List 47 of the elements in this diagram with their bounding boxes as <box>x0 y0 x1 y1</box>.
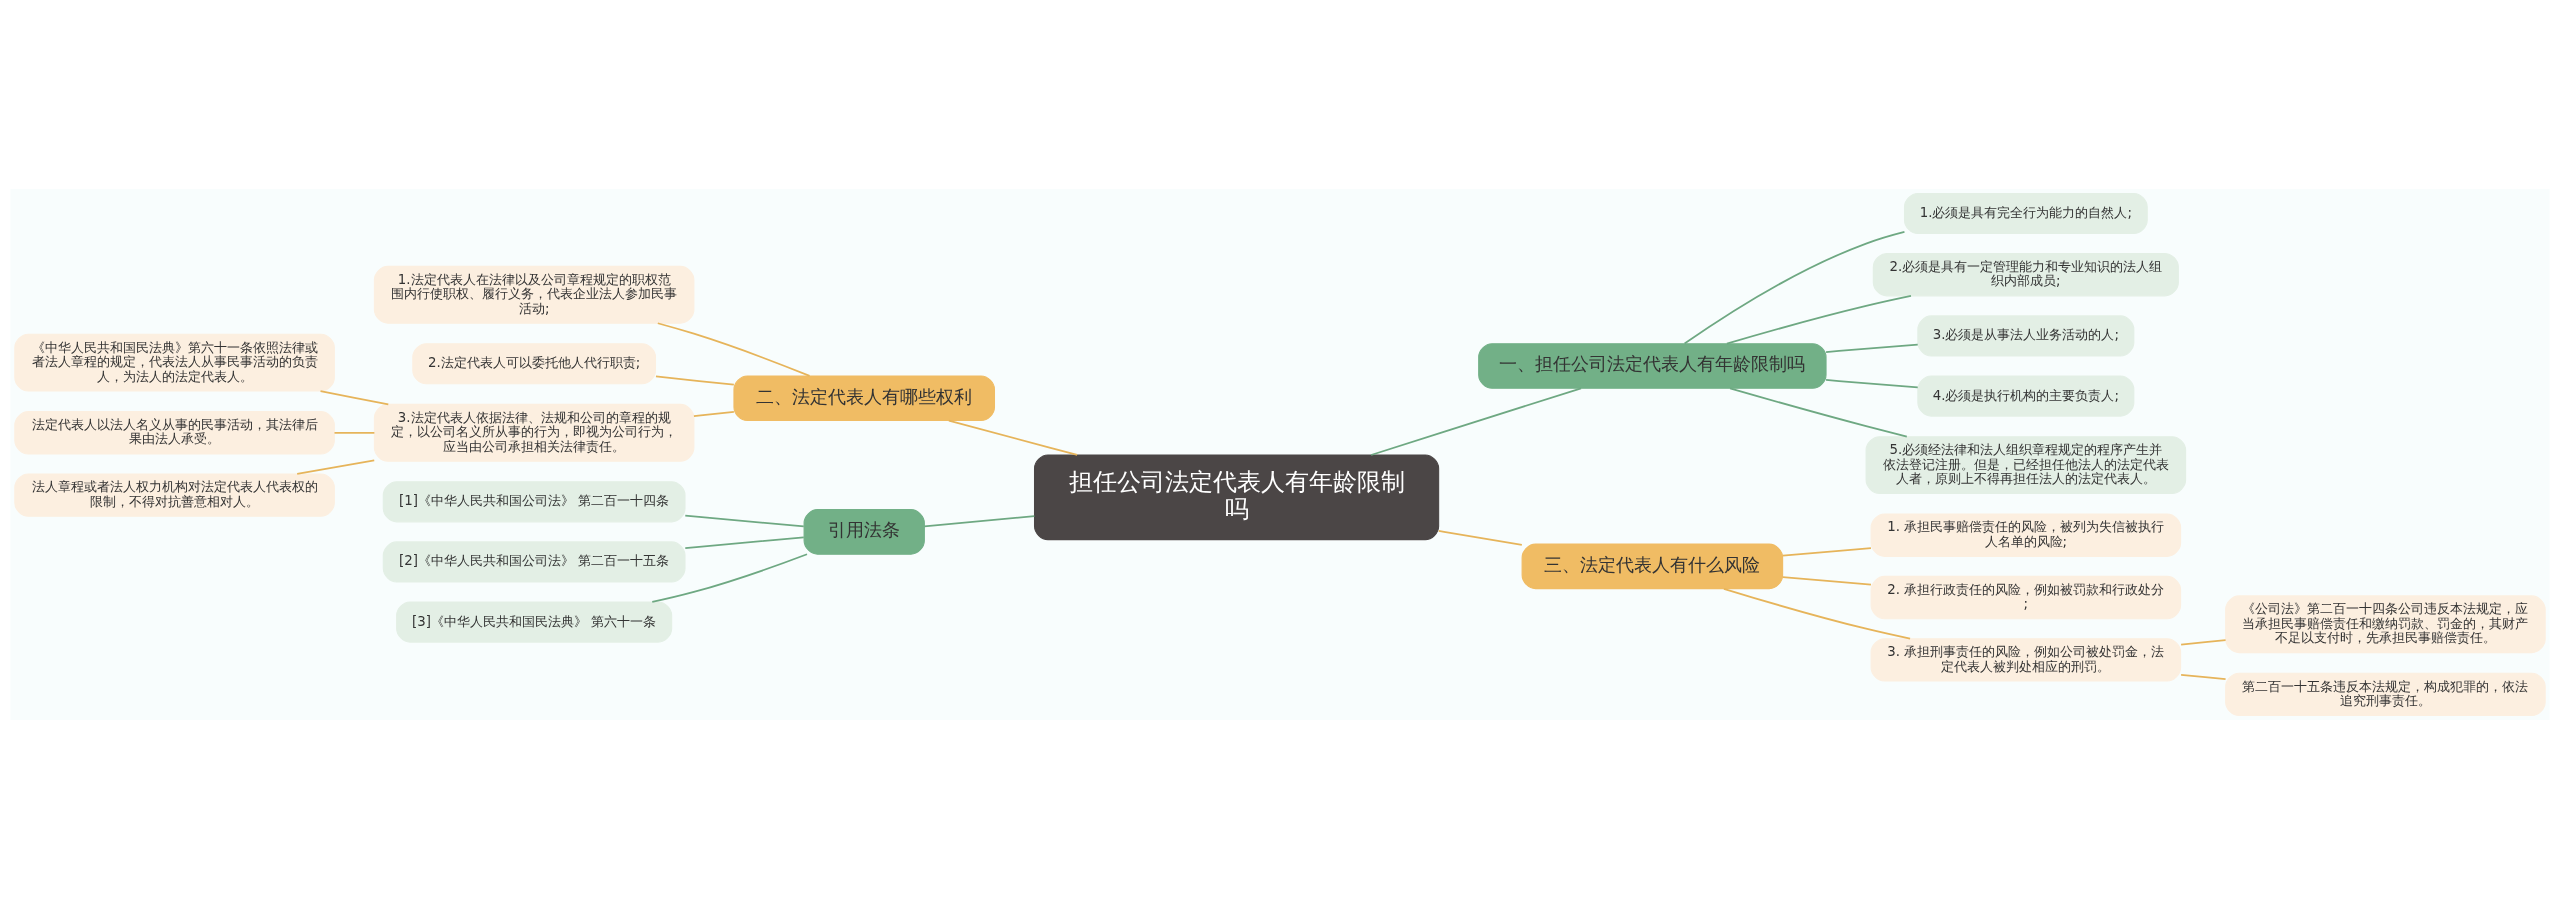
node-box: 1. 承担民事赔偿责任的风险，被列为失信被执行人名单的风险; <box>1870 513 2182 557</box>
connector <box>1729 387 1908 438</box>
node-box: 一、担任公司法定代表人有年龄限制吗 <box>1478 343 1827 389</box>
connector <box>651 553 808 603</box>
node-box: 1.必须是具有完全行为能力的自然人; <box>1903 192 2148 235</box>
node-box: 3.法定代表人依据法律、法规和公司的章程的规定，以公司名义所从事的行为，即视为公司行为，应当由公司承担相关法律责任。 <box>373 403 695 462</box>
connector <box>296 459 376 475</box>
connector <box>333 431 376 434</box>
node-box: 2.必须是具有一定管理能力和专业知识的法人组织内部成员; <box>1872 253 2179 297</box>
connector <box>2180 673 2227 680</box>
node-box: 《公司法》第二百一十四条公司违反本法规定，应当承担民事赔偿责任和缴纳罚款、罚金的，其财产不足以支付时，先承担民事赔偿责任。 <box>2225 595 2546 654</box>
node-box: [2]《中华人民共和国公司法》 第二百一十五条 <box>382 541 686 583</box>
node-box: [3]《中华人民共和国民法典》 第六十一条 <box>396 601 673 643</box>
connector <box>693 411 735 417</box>
node-box: 2.法定代表人可以委托他人代行职责; <box>412 343 657 385</box>
connector <box>1726 295 1912 345</box>
node-box: 2. 承担行政责任的风险，例如被罚款和行政处分; <box>1870 575 2182 620</box>
node-box: 《中华人民共和国民法典》第六十一条依照法律或者法人章程的规定，代表法人从事民事活动的负责人，为法人的法定代表人。 <box>14 333 335 392</box>
connector <box>319 390 390 406</box>
connector <box>2180 639 2227 646</box>
connector <box>1370 387 1582 456</box>
node-box: 1.法定代表人在法律以及公司章程规定的职权范围内行使职权、履行义务，代表企业法人参加民事活动; <box>373 265 695 324</box>
node-box: 法定代表人以法人名义从事的民事活动，其法律后果由法人承受。 <box>14 411 335 455</box>
connector <box>684 514 805 528</box>
connector <box>923 515 1036 528</box>
connector <box>1781 547 1872 557</box>
connector <box>684 536 805 550</box>
node-box: 3.必须是从事法人业务活动的人; <box>1917 315 2135 357</box>
node-box: 法人章程或者法人权力机构对法定代表人代表权的限制，不得对抗善意相对人。 <box>14 473 335 517</box>
node-box: [1]《中华人民共和国公司法》 第二百一十四条 <box>382 481 686 523</box>
connector <box>1781 576 1872 586</box>
connector <box>1437 530 1523 546</box>
connector <box>947 419 1079 456</box>
node-box: 引用法条 <box>803 509 925 555</box>
connector <box>1825 379 1919 389</box>
node-box: 三、法定代表人有什么风险 <box>1521 543 1784 590</box>
connector <box>655 375 735 386</box>
node-box: 第二百一十五条违反本法规定，构成犯罪的，依法追究刑事责任。 <box>2225 672 2546 717</box>
node-box: 3. 承担刑事责任的风险，例如公司被处罚金，法定代表人被判处相应的刑罚。 <box>1870 638 2182 682</box>
connector <box>656 322 811 377</box>
node-box: 二、法定代表人有哪些权利 <box>733 375 995 422</box>
connector <box>1723 587 1911 640</box>
node-box: 5.必须经法律和法人组织章程规定的程序产生并依法登记注册。但是，已经担任他法人的法定代表人者，原则上不得再担任法人的法定代表人。 <box>1865 436 2187 494</box>
node-box: 4.必须是执行机构的主要负责人; <box>1917 375 2135 417</box>
node-box: 担任公司法定代表人有年龄限制吗 <box>1034 454 1440 541</box>
connector <box>1683 230 1906 345</box>
connector <box>1825 343 1919 353</box>
